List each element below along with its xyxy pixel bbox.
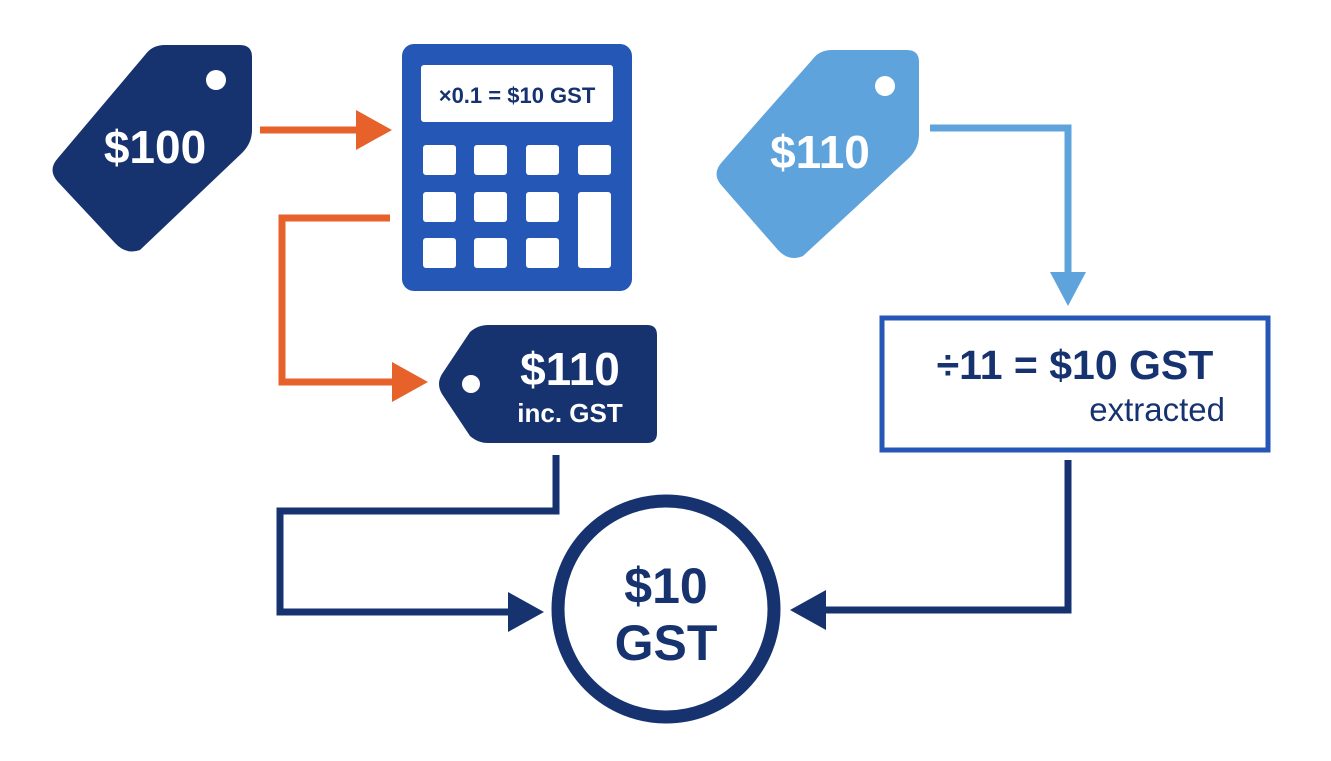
result-label: GST bbox=[615, 615, 718, 671]
price-tag-given-shape bbox=[716, 50, 919, 258]
price-tag-original-price: $100 bbox=[104, 121, 206, 173]
calculator-key bbox=[423, 145, 456, 175]
price-tag-inclusive-price: $110 bbox=[520, 343, 620, 395]
calculator-key bbox=[474, 145, 507, 175]
price-tag-given: $110 bbox=[716, 50, 919, 258]
calculator: ×0.1 = $10 GST bbox=[402, 44, 632, 291]
arrow-inclusive-tag-to-result bbox=[276, 455, 560, 632]
calculator-key bbox=[423, 238, 456, 268]
price-tag-given-price: $110 bbox=[770, 126, 870, 178]
result-circle: $10 GST bbox=[551, 494, 781, 724]
calculator-keypad bbox=[423, 145, 611, 268]
price-tag-original: $100 bbox=[52, 45, 252, 252]
arrow-tag-to-calculator bbox=[260, 110, 392, 150]
calculator-key bbox=[526, 238, 559, 268]
arrow-given-tag-to-extract-box bbox=[930, 124, 1086, 306]
extract-box-note: extracted bbox=[1089, 391, 1225, 428]
calculator-key bbox=[526, 192, 559, 222]
calculator-display bbox=[421, 65, 613, 122]
extract-box-formula: ÷11 = $10 GST bbox=[937, 342, 1214, 388]
calculator-key bbox=[578, 145, 611, 175]
price-tag-original-hole-icon bbox=[206, 70, 226, 90]
extract-box-frame bbox=[879, 315, 1271, 453]
price-tag-inclusive-shape bbox=[439, 325, 657, 443]
calculator-key bbox=[474, 192, 507, 222]
arrow-extract-box-to-result bbox=[790, 460, 1072, 630]
price-tag-inclusive-hole-icon bbox=[462, 375, 480, 393]
arrow-calculator-to-inclusive-tag bbox=[278, 214, 428, 402]
price-tag-given-hole-icon bbox=[875, 76, 895, 96]
extract-box: ÷11 = $10 GST extracted bbox=[879, 315, 1271, 453]
calculator-key-tall bbox=[578, 192, 611, 268]
calculator-key bbox=[423, 192, 456, 222]
price-tag-original-shape bbox=[52, 45, 252, 252]
price-tag-inclusive: $110 inc. GST bbox=[439, 325, 657, 443]
calculator-key bbox=[526, 145, 559, 175]
result-amount: $10 bbox=[624, 558, 707, 614]
result-circle-ring bbox=[551, 494, 781, 724]
price-tag-inclusive-note: inc. GST bbox=[517, 398, 623, 428]
calculator-key bbox=[474, 238, 507, 268]
calculator-display-text: ×0.1 = $10 GST bbox=[439, 83, 596, 108]
